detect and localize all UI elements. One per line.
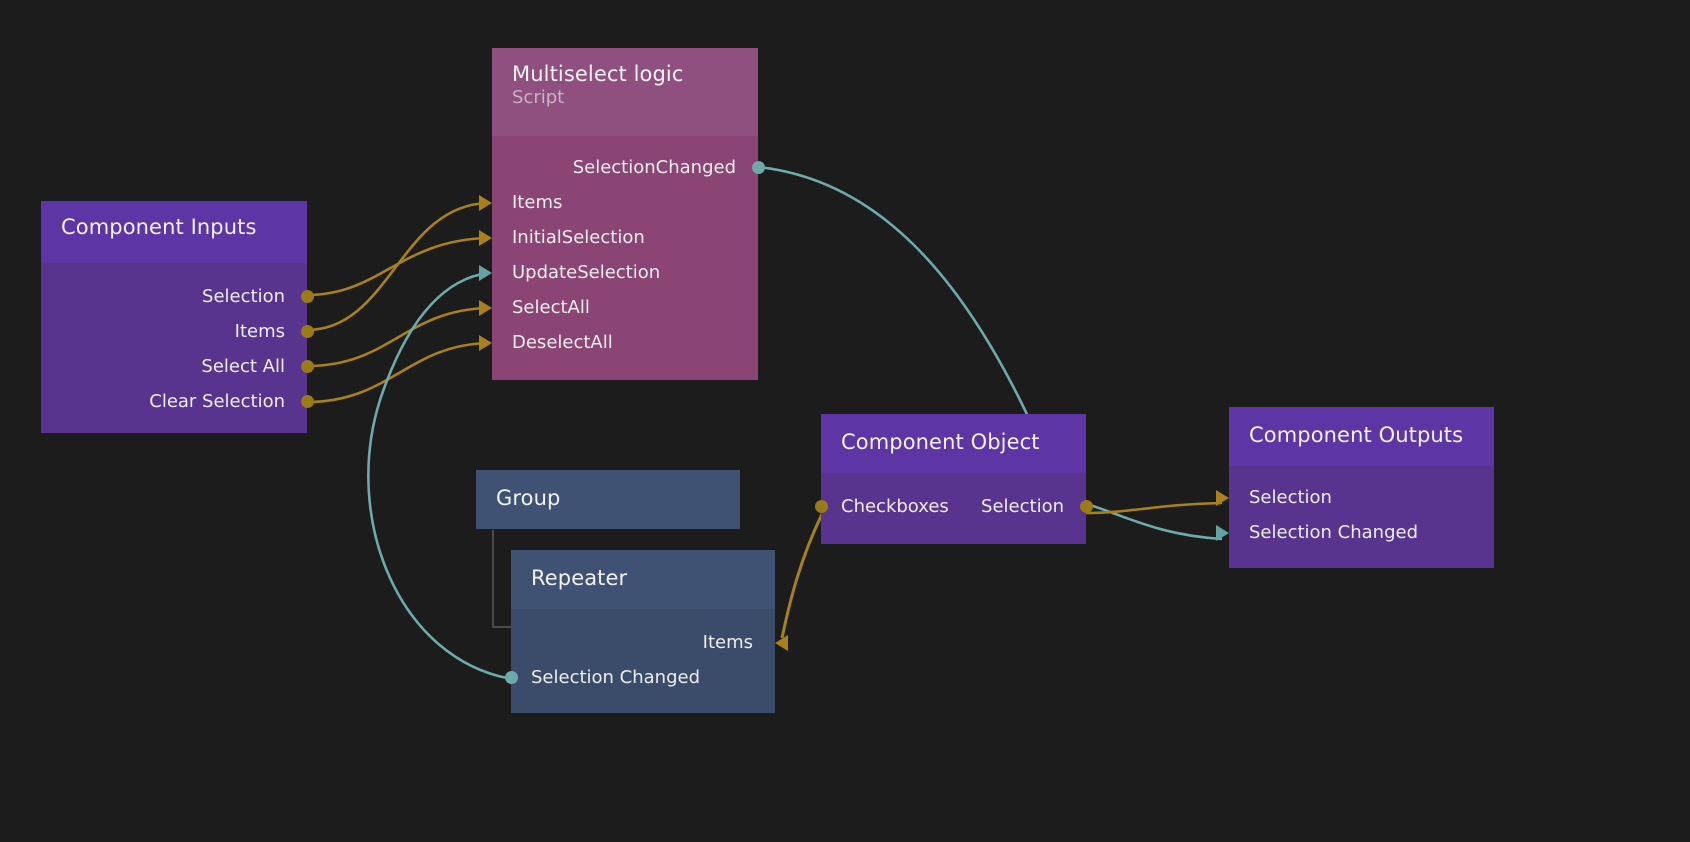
port-row-output-selectionchanged[interactable]: Selection Changed [1216,515,1494,550]
node-body-component-inputs: Selection Items Select All Clear Selecti… [41,263,314,433]
node-header-group[interactable]: Group [476,470,740,529]
node-title-component-object: Component Object [841,430,1040,454]
port-dot-select-all[interactable] [300,360,314,373]
wire-selectionchanged-to-output-selectionchanged [1089,503,1223,541]
wire-clearselection-to-deselectall [306,341,489,404]
port-label-clear-selection: Clear Selection [149,390,285,412]
node-body-repeater: Items Selection Changed [504,609,788,713]
port-label-initialselection: InitialSelection [512,226,645,248]
port-label-select-all: Select All [201,355,285,377]
port-arrow-repeater-items[interactable] [775,634,788,651]
node-group[interactable]: Group [476,470,740,529]
wire-selection-to-initialselection [306,236,489,297]
node-header-multiselect-logic[interactable]: Multiselect logic Script [492,48,758,136]
node-component-inputs[interactable]: Component Inputs Selection Items Select … [41,201,314,433]
port-arrow-output-selection[interactable] [1216,489,1229,506]
port-dot-selection[interactable] [300,290,314,303]
node-header-component-inputs[interactable]: Component Inputs [41,201,307,263]
port-label-componentobject-selection: Selection [981,495,1064,517]
node-subtitle-script: Script [512,87,565,109]
node-header-component-outputs[interactable]: Component Outputs [1229,407,1494,466]
port-label-repeater-selectionchanged: Selection Changed [531,666,701,688]
port-row-updateselection[interactable]: UpdateSelection [479,255,758,290]
port-row-repeater-items[interactable]: Items [511,625,788,660]
port-row-output-selection[interactable]: Selection [1216,480,1494,515]
wire-selectall-to-selectall [306,306,489,368]
port-label-repeater-items: Items [702,631,753,653]
port-row-clear-selection[interactable]: Clear Selection [41,384,314,419]
node-title-repeater: Repeater [531,566,628,590]
node-body-multiselect-logic: SelectionChanged Items InitialSelection … [479,136,765,380]
port-label-output-selection: Selection [1249,486,1332,508]
port-label-selection: Selection [202,285,285,307]
port-row-ms-selectall[interactable]: SelectAll [479,290,758,325]
port-row-selectionchanged[interactable]: SelectionChanged [492,150,765,185]
port-arrow-ms-items[interactable] [479,194,492,211]
node-title-multiselect-logic: Multiselect logic [512,62,684,86]
port-row-repeater-selectionchanged[interactable]: Selection Changed [504,660,775,695]
port-dot-repeater-selectionchanged[interactable] [504,671,518,684]
wire-items-to-items [306,201,489,332]
node-repeater[interactable]: Repeater Items Selection Changed [504,550,788,713]
port-arrow-ms-deselectall[interactable] [479,334,492,351]
port-row-ms-deselectall[interactable]: DeselectAll [479,325,758,360]
node-body-component-object: Checkboxes Selection [814,473,1093,544]
node-component-object[interactable]: Component Object Checkboxes Selection [814,414,1093,544]
port-label-items: Items [234,320,285,342]
port-row-ms-items[interactable]: Items [479,185,758,220]
port-dot-items[interactable] [300,325,314,338]
port-row-initialselection[interactable]: InitialSelection [479,220,758,255]
port-row-select-all[interactable]: Select All [41,349,314,384]
port-arrow-initialselection[interactable] [479,229,492,246]
node-body-component-outputs: Selection Selection Changed [1216,466,1494,568]
port-row-items[interactable]: Items [41,314,314,349]
node-header-component-object[interactable]: Component Object [821,414,1086,473]
port-dot-componentobject-selection[interactable] [1079,500,1093,513]
port-row-selection[interactable]: Selection [41,279,314,314]
port-arrow-updateselection[interactable] [479,264,492,281]
node-title-group: Group [496,486,561,510]
node-header-repeater[interactable]: Repeater [511,550,775,609]
port-label-ms-items: Items [512,191,563,213]
port-label-selectionchanged: SelectionChanged [572,156,736,178]
node-component-outputs[interactable]: Component Outputs Selection Selection Ch… [1216,407,1494,568]
port-label-updateselection: UpdateSelection [512,261,661,283]
node-title-component-inputs: Component Inputs [61,215,257,239]
port-dot-checkboxes[interactable] [814,500,828,513]
wire-componentobject-selection-to-output-selection [1085,501,1223,515]
port-dot-selectionchanged[interactable] [751,161,765,174]
port-label-ms-deselectall: DeselectAll [512,331,613,353]
node-title-component-outputs: Component Outputs [1249,423,1464,447]
port-label-ms-selectall: SelectAll [512,296,590,318]
wire-checkboxes-to-repeater-items [780,513,824,639]
port-dot-clear-selection[interactable] [300,395,314,408]
port-arrow-output-selectionchanged[interactable] [1216,524,1229,541]
port-arrow-ms-selectall[interactable] [479,299,492,316]
port-row-componentobject-ports[interactable]: Checkboxes Selection [814,489,1093,524]
port-label-output-selectionchanged: Selection Changed [1249,521,1419,543]
node-multiselect-logic[interactable]: Multiselect logic Script SelectionChange… [479,48,765,380]
port-label-checkboxes: Checkboxes [841,495,949,517]
